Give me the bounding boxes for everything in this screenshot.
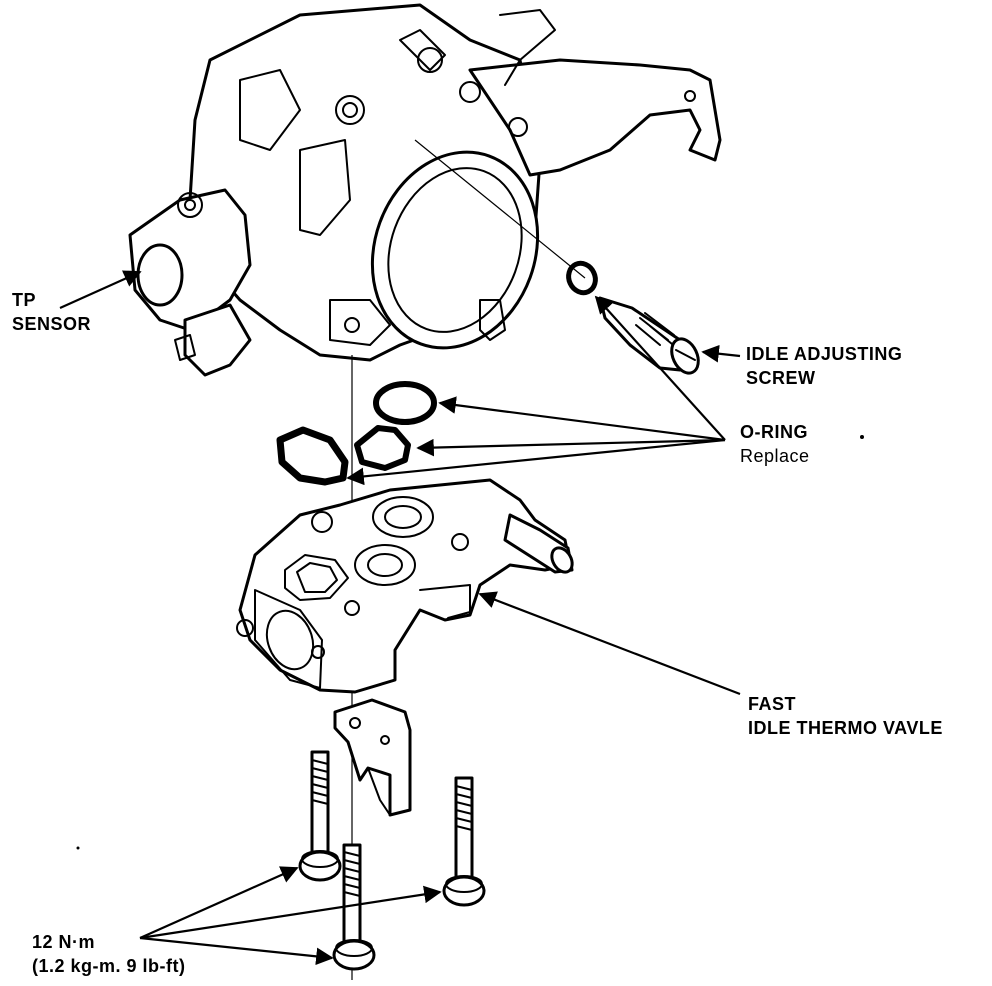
stray-dot [860, 435, 864, 439]
stray-dot [76, 846, 80, 850]
o-ring-large-oval [276, 426, 349, 486]
o-ring-small-screw [566, 260, 598, 296]
throttle-body [128, 3, 722, 377]
bolt-left [298, 750, 342, 882]
o-ring-note: Replace [740, 446, 810, 466]
leader-lines [59, 270, 741, 966]
fast-idle-label-line1: FAST [748, 694, 797, 714]
mounting-bracket [333, 698, 412, 817]
o-ring-middle [354, 425, 411, 471]
fast-idle-label-line2: IDLE THERMO VAVLE [748, 718, 943, 738]
o-ring-label: O-RING Replace [740, 420, 810, 468]
o-ring-title: O-RING [740, 422, 808, 442]
bolt-right [442, 776, 486, 907]
tp-sensor-label-line1: TP [12, 290, 37, 310]
fast-idle-thermo-valve-label: FAST IDLE THERMO VAVLE [748, 692, 943, 740]
fast-idle-thermo-valve [236, 478, 574, 694]
bolt-center [332, 843, 376, 971]
torque-line1: 12 N·m [32, 932, 96, 952]
torque-spec-label: 12 N·m (1.2 kg-m. 9 lb-ft) [32, 930, 186, 978]
tp-sensor-label-line2: SENSOR [12, 314, 92, 334]
idle-screw-label-line2: SCREW [746, 368, 816, 388]
tp-sensor-label: TP SENSOR [12, 288, 91, 336]
idle-adjusting-screw-label: IDLE ADJUSTING SCREW [746, 342, 902, 390]
o-ring-upper [373, 381, 437, 425]
torque-line2: (1.2 kg-m. 9 lb-ft) [32, 956, 186, 976]
idle-adjusting-screw [598, 296, 700, 375]
idle-screw-label-line1: IDLE ADJUSTING [746, 344, 903, 364]
